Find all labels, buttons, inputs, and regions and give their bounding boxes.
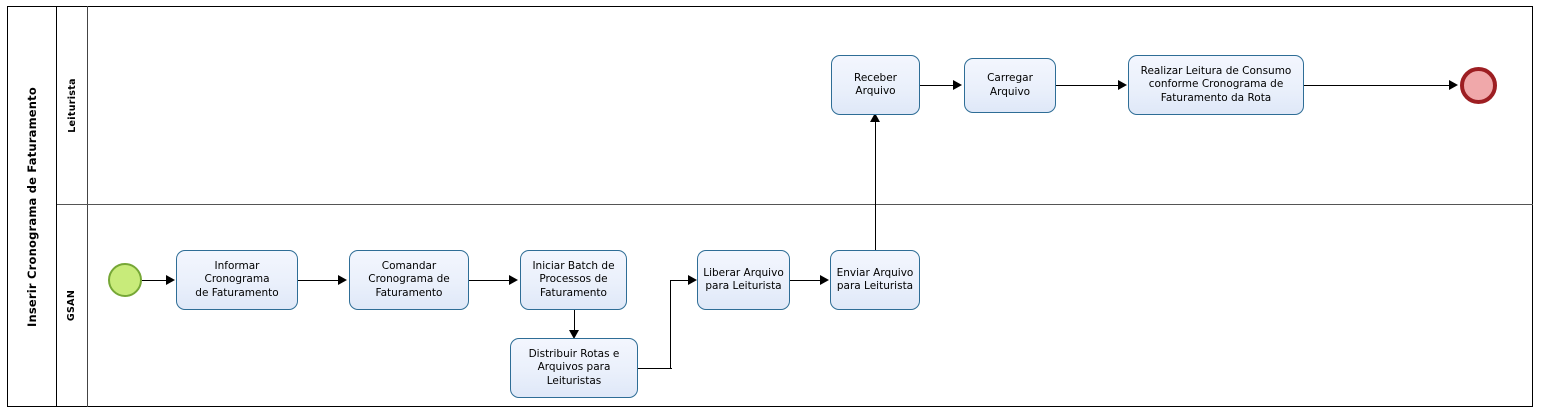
pool-frame xyxy=(7,6,1533,407)
start-event[interactable] xyxy=(108,263,142,297)
task-receber-arquivo-label: Receber Arquivo xyxy=(854,71,897,98)
task-comandar-cronograma[interactable]: Comandar Cronograma de Faturamento xyxy=(349,250,469,310)
task-comandar-cronograma-label: Comandar Cronograma de Faturamento xyxy=(368,259,450,299)
flow-distribuir-to-liberar-arrowhead xyxy=(688,275,697,285)
lane-label-leiturista-text: Leiturista xyxy=(66,77,78,133)
flow-iniciar-to-distribuir xyxy=(574,310,575,332)
flow-realizar-to-end xyxy=(1304,85,1452,86)
task-liberar-arquivo[interactable]: Liberar Arquivo para Leiturista xyxy=(697,250,790,310)
flow-iniciar-to-distribuir-arrowhead xyxy=(569,330,579,339)
flow-distribuir-to-liberar-seg1 xyxy=(638,368,672,369)
flow-comandar-to-iniciar-arrowhead xyxy=(509,275,518,285)
task-carregar-arquivo-label: Carregar Arquivo xyxy=(987,72,1033,98)
flow-receber-to-carregar xyxy=(920,85,955,86)
end-event[interactable] xyxy=(1460,67,1497,104)
task-enviar-arquivo-label: Enviar Arquivo para Leiturista xyxy=(836,266,914,293)
flow-enviar-to-receber-arrowhead xyxy=(870,113,880,122)
flow-liberar-to-enviar xyxy=(790,280,822,281)
task-informar-cronograma[interactable]: Informar Cronograma de Faturamento xyxy=(176,250,298,310)
flow-realizar-to-end-arrowhead xyxy=(1449,80,1458,90)
task-realizar-leitura-label: Realizar Leitura de Consumo conforme Cro… xyxy=(1140,64,1292,104)
flow-carregar-to-realizar xyxy=(1056,85,1120,86)
task-distribuir-rotas-label: Distribuir Rotas e Arquivos para Leituri… xyxy=(528,347,620,387)
task-distribuir-rotas[interactable]: Distribuir Rotas e Arquivos para Leituri… xyxy=(510,338,638,398)
flow-receber-to-carregar-arrowhead xyxy=(953,80,962,90)
flow-carregar-to-realizar-arrowhead xyxy=(1118,80,1127,90)
flow-start-to-informar xyxy=(142,280,168,281)
flow-informar-to-comandar xyxy=(298,280,340,281)
task-iniciar-batch-label: Iniciar Batch de Processos de Faturament… xyxy=(532,259,615,299)
flow-enviar-to-receber xyxy=(875,122,876,250)
flow-liberar-to-enviar-arrowhead xyxy=(820,275,829,285)
flow-distribuir-to-liberar-seg3 xyxy=(670,280,692,281)
lane-label-gsan: GSAN xyxy=(57,204,88,407)
lane-divider xyxy=(57,204,1533,205)
flow-start-to-informar-arrowhead xyxy=(166,275,175,285)
flow-informar-to-comandar-arrowhead xyxy=(338,275,347,285)
pool-title: Inserir Cronograma de Faturamento xyxy=(24,86,39,327)
pool-title-column: Inserir Cronograma de Faturamento xyxy=(7,6,57,407)
task-enviar-arquivo[interactable]: Enviar Arquivo para Leiturista xyxy=(830,250,920,310)
task-realizar-leitura[interactable]: Realizar Leitura de Consumo conforme Cro… xyxy=(1128,55,1304,115)
task-informar-cronograma-label: Informar Cronograma de Faturamento xyxy=(195,259,279,299)
flow-distribuir-to-liberar-seg2 xyxy=(670,280,671,369)
lane-label-leiturista: Leiturista xyxy=(57,6,88,204)
lane-label-gsan-text: GSAN xyxy=(66,289,78,322)
flow-comandar-to-iniciar xyxy=(469,280,511,281)
task-liberar-arquivo-label: Liberar Arquivo para Leiturista xyxy=(703,266,784,293)
task-carregar-arquivo[interactable]: Carregar Arquivo xyxy=(964,58,1056,113)
task-iniciar-batch[interactable]: Iniciar Batch de Processos de Faturament… xyxy=(520,250,627,310)
task-receber-arquivo[interactable]: Receber Arquivo xyxy=(831,55,920,115)
